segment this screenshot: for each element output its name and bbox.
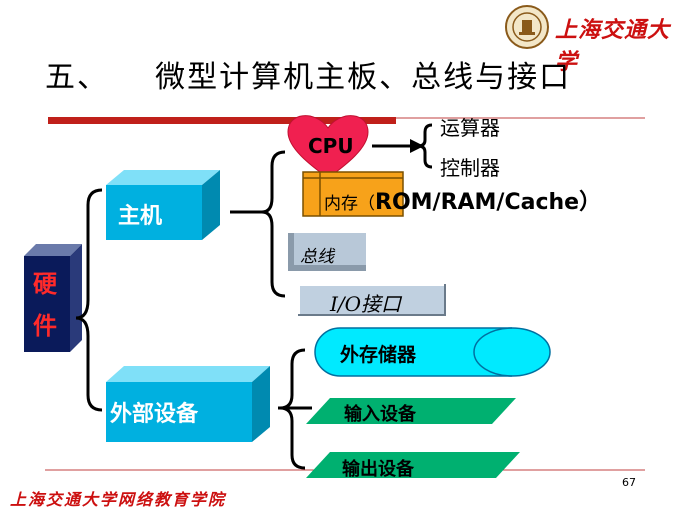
logo-text: 上海交通大学 — [555, 17, 671, 75]
hardware-label-1: 硬 — [33, 270, 57, 298]
hardware-bracket — [75, 188, 103, 412]
memory-label: 内存（ROM/RAM/Cache） — [324, 184, 601, 216]
university-seal-icon — [505, 5, 549, 49]
cpu-heart — [287, 115, 369, 179]
external-box — [106, 366, 270, 442]
ext-storage-cylinder — [314, 327, 551, 377]
memory-box — [302, 171, 404, 217]
bus-label: 总线 — [300, 247, 334, 267]
external-bracket — [278, 348, 312, 470]
title-underline — [48, 117, 396, 124]
output-shape — [306, 452, 520, 478]
footer-text: 上海交通大学网络教育学院 — [10, 490, 227, 509]
page-number: 67 — [622, 476, 636, 489]
hardware-box — [24, 244, 82, 352]
host-bracket — [230, 150, 286, 298]
output-label: 输出设备 — [342, 459, 414, 480]
page-title: 五、 微型计算机主板、总线与接口 — [45, 60, 572, 95]
io-box — [298, 284, 446, 316]
host-label: 主机 — [118, 204, 163, 229]
memory-label-cn: 内存（ — [324, 194, 375, 214]
io-label: I/O接口 — [330, 292, 402, 316]
external-label: 外部设备 — [110, 402, 199, 427]
cpu-control-label: 控制器 — [440, 156, 500, 180]
cpu-label: CPU — [308, 134, 354, 158]
bus-box — [288, 233, 366, 271]
memory-label-types: ROM/RAM/Cache） — [375, 190, 602, 215]
hardware-label-2: 件 — [33, 312, 57, 340]
input-label: 输入设备 — [344, 404, 416, 425]
input-shape — [306, 398, 516, 424]
host-box — [106, 170, 220, 240]
ext-storage-label: 外存储器 — [340, 344, 417, 366]
cpu-alu-label: 运算器 — [440, 116, 500, 140]
cpu-sub-bracket — [417, 123, 433, 169]
